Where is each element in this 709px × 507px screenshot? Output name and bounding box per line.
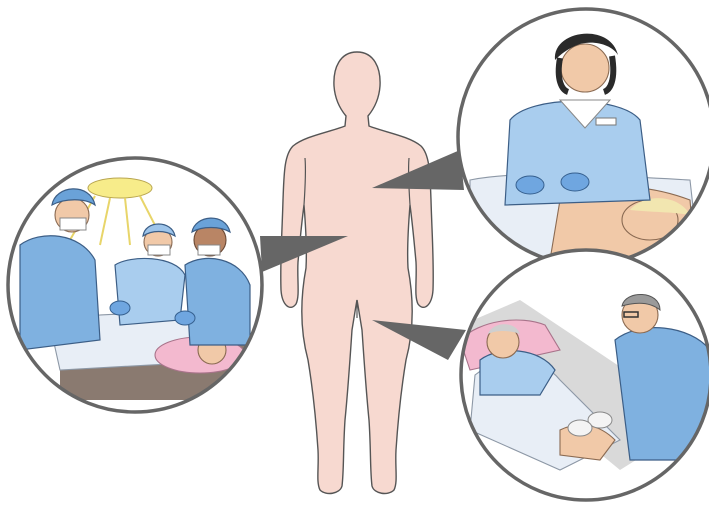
doctor-bedside-patient-icon bbox=[450, 245, 709, 507]
surgical-team-icon bbox=[0, 150, 270, 420]
nurse-examining-patient-icon bbox=[455, 5, 709, 270]
human-body-outline bbox=[281, 52, 434, 493]
